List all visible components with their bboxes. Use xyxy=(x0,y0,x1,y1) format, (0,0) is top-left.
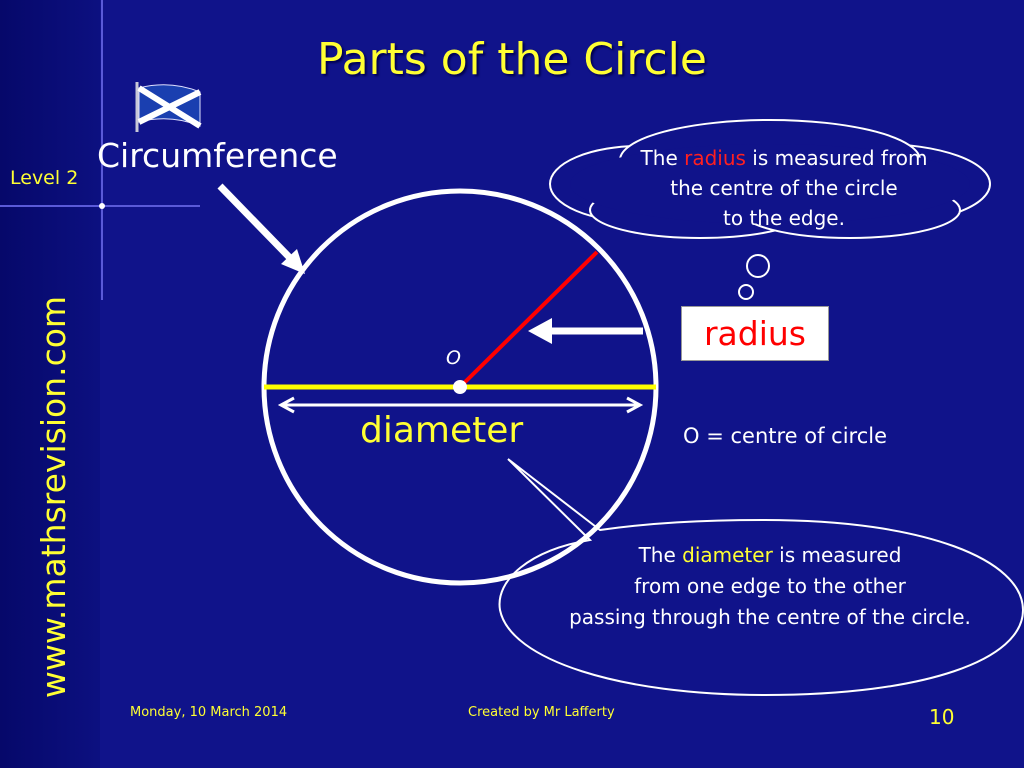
diameter-bubble-line-1: The diameter is measured xyxy=(510,540,1024,571)
radius-pointer-arrow xyxy=(528,318,643,344)
diameter-bubble-highlight: diameter xyxy=(682,543,773,567)
level-label: Level 2 xyxy=(10,167,79,189)
centre-definition: O = centre of circle xyxy=(683,424,888,448)
radius-cloud-highlight: radius xyxy=(684,146,746,170)
footer-author: Created by Mr Lafferty xyxy=(468,705,615,720)
circumference-pointer-arrow xyxy=(217,183,305,274)
radius-cloud-line-1: The radius is measured from xyxy=(584,143,984,173)
radius-cloud-line-2: the centre of the circle xyxy=(670,176,898,200)
page-number: 10 xyxy=(929,705,955,729)
diameter-bubble-text: The diameter is measured from one edge t… xyxy=(510,540,1024,633)
diameter-measure-arrow xyxy=(277,396,644,414)
diameter-label: diameter xyxy=(360,410,524,451)
radius-label-box: radius xyxy=(681,306,829,361)
slide-title: Parts of the Circle xyxy=(317,34,707,85)
diameter-bubble-text-after: is measured xyxy=(772,543,902,567)
scotland-flag-icon xyxy=(135,82,202,132)
website-link[interactable]: www.mathsrevision.com xyxy=(34,295,73,699)
radius-cloud xyxy=(549,119,991,300)
centre-point xyxy=(453,380,467,394)
footer-date: Monday, 10 March 2014 xyxy=(130,705,288,720)
diameter-bubble-line-3: passing through the centre of the circle… xyxy=(569,605,971,629)
decor-cross-point xyxy=(99,203,105,209)
diameter-bubble xyxy=(498,458,1024,697)
radius-line xyxy=(458,250,599,389)
radius-cloud-text: The radius is measured from the centre o… xyxy=(584,143,984,233)
diameter-bubble-text-before: The xyxy=(638,543,683,567)
centre-label: O xyxy=(446,347,461,369)
left-band xyxy=(0,0,100,768)
circumference-label: Circumference xyxy=(97,136,338,175)
radius-cloud-line-3: to the edge. xyxy=(723,206,845,230)
diameter-bubble-line-2: from one edge to the other xyxy=(634,574,906,598)
radius-cloud-text-after: is measured from xyxy=(745,146,928,170)
radius-cloud-text-before: The xyxy=(640,146,685,170)
